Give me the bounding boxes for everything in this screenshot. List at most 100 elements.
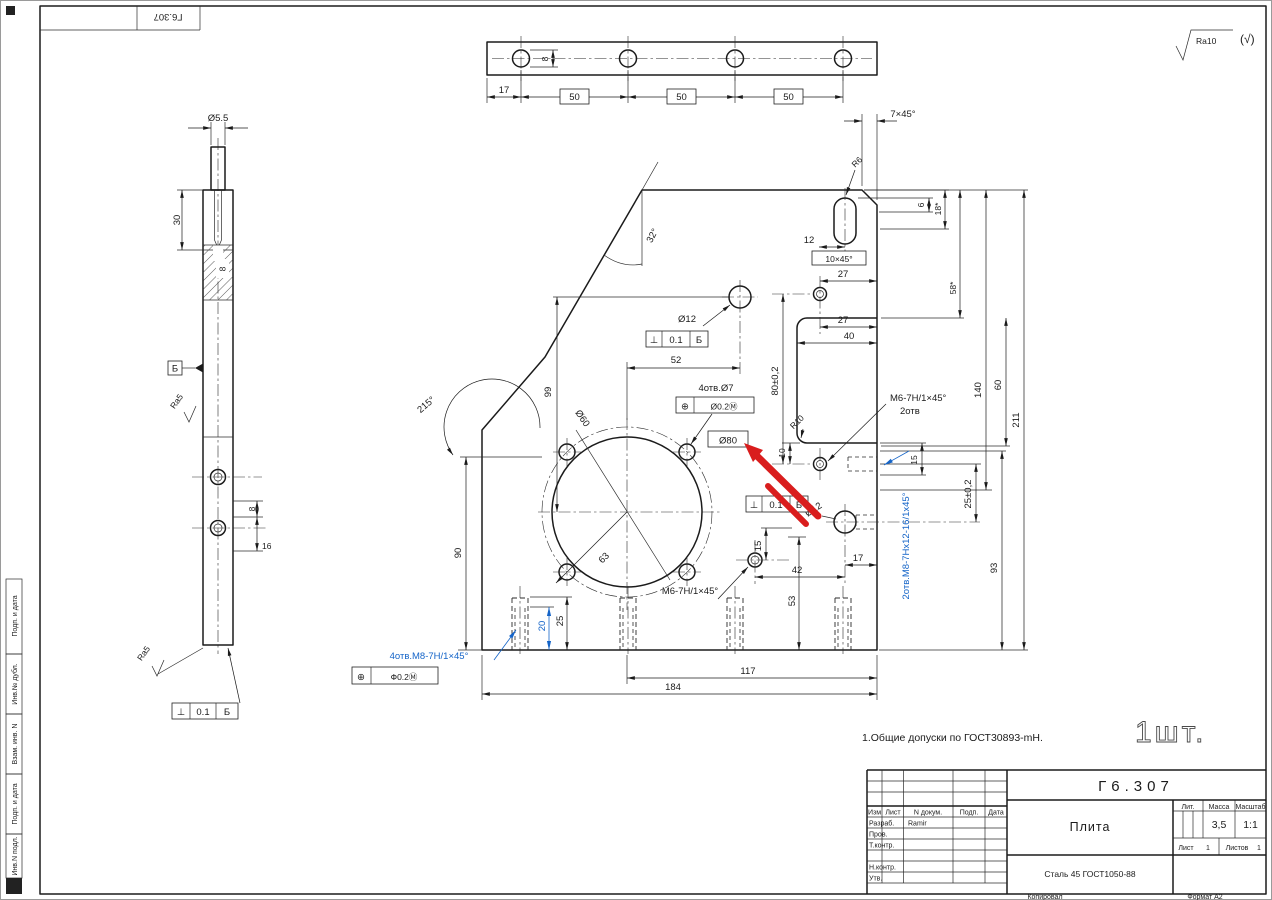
dim-42: 42	[792, 565, 803, 576]
position-value: Ø0.2Ⓜ	[711, 402, 738, 412]
title-block: Изм Лист N докум. Подп. Дата Разраб. Ram…	[866, 769, 1266, 900]
dim-tv-50b: 50	[676, 92, 687, 103]
position-symbol: ⊕	[357, 672, 365, 683]
frame-left-strip: Подп. и дата Инв.№ дубл. Взам. инв. N По…	[5, 578, 23, 894]
dim-60r: 60	[993, 380, 1004, 391]
dim-25t: 25±0,2	[963, 480, 974, 509]
fcf-datum: Б	[224, 707, 230, 718]
tb-row-prov: Пров.	[869, 832, 888, 839]
dim-140: 140	[973, 382, 984, 398]
tb-material: Сталь 45 ГОСТ1050-88	[1044, 869, 1135, 879]
ra10-label: Ra10	[1196, 36, 1217, 46]
tb-header-data: Дата	[988, 810, 1004, 817]
dim-117: 117	[740, 666, 755, 677]
bolt-holes	[553, 438, 701, 586]
fcf-symbol: ⊥	[750, 500, 758, 511]
tb-row-tkontr: Т.контр.	[869, 843, 894, 850]
tb-row-nkontr: Н.контр.	[869, 865, 896, 872]
dim-17: 17	[853, 553, 864, 564]
plate-outline	[481, 189, 878, 651]
tb-part-name: Плита	[1070, 820, 1111, 834]
dim-tv-8: 8	[540, 56, 550, 61]
label-m8-side-blue: 2отв.М8-7Нх12-16/1х45°	[901, 492, 912, 599]
strip-label-3: Взам. инв. N	[12, 724, 19, 765]
corner-stamp: Г6.307	[40, 6, 201, 31]
main-view: 32° 215° Ø12 ⊥ 0.1 Б 52 99 4отв.Ø7 ⊕ Ø0.…	[351, 109, 1028, 700]
tb-header-izm: Изм	[868, 810, 881, 817]
dim-ch7: 7×45°	[890, 109, 915, 120]
dim-20-blue: 20	[537, 621, 548, 632]
dim-sv-16: 16	[262, 541, 272, 551]
dim-12: 12	[804, 235, 815, 246]
fcf-datum: Б	[696, 335, 702, 346]
position-symbol: ⊕	[681, 402, 689, 413]
fcf-value: 0.1	[769, 500, 782, 511]
dim-99: 99	[543, 387, 554, 398]
fcf-d12-top: ⊥ 0.1 Б	[645, 330, 709, 348]
dim-52: 52	[671, 355, 682, 366]
label-d12-top: Ø12	[678, 314, 696, 325]
fcf-symbol: ⊥	[177, 707, 185, 718]
tb-scale-value: 1:1	[1243, 819, 1258, 831]
dim-d80-frame	[707, 430, 749, 448]
tb-sheet-label: Лист	[1178, 845, 1194, 852]
tb-format: Формат А2	[1187, 894, 1222, 900]
dim-ch10-frame	[811, 250, 867, 266]
dim-15-hole: 15	[753, 541, 764, 552]
corner-stamp-number: Г6.307	[154, 11, 183, 22]
tb-row-utv: Утв.	[869, 876, 882, 883]
fcf-position-blue: ⊕ Ф0.2Ⓜ	[351, 666, 439, 685]
top-view: 8 17 50 50 50	[486, 36, 878, 105]
tb-header-ndok: N докум.	[914, 810, 942, 817]
dim-sv-dia: Ø5.5	[208, 113, 229, 124]
frame-corner-mark	[6, 6, 15, 15]
dim-27a: 27	[838, 269, 849, 280]
tb-row-razrab: Разраб.	[869, 820, 894, 828]
ra-paren-label: (√)	[1240, 32, 1255, 46]
datum-flag: Б	[167, 360, 203, 376]
dim-184: 184	[665, 682, 681, 693]
side-tapped-holes	[847, 456, 877, 530]
label-m6-right-qty: 2отв	[900, 406, 920, 417]
dim-80t: 80±0,2	[770, 367, 781, 396]
notes: 1.Общие допуски по ГОСТ30893-mH. 1шт.	[862, 716, 1204, 750]
dim-18: 18*	[933, 202, 943, 215]
bottom-tapped-holes	[511, 586, 852, 654]
fcf-datum: Б	[796, 500, 802, 511]
position-value: Ф0.2Ⓜ	[391, 672, 418, 682]
dim-sv-8: 8	[247, 506, 257, 511]
dim-58: 58*	[948, 281, 958, 294]
dim-27b: 27	[838, 315, 849, 326]
dim-tv-50a: 50	[569, 92, 580, 103]
dim-ch10: 10×45°	[825, 254, 852, 264]
tb-razrab-name: Ramir	[908, 821, 927, 828]
dim-tv-17: 17	[499, 85, 510, 96]
fcf-side-view: ⊥ 0.1 Б	[171, 702, 239, 720]
tb-header-podp: Подп.	[960, 810, 979, 817]
tb-mass-value: 3,5	[1212, 819, 1227, 831]
tb-sheet-no: 1	[1206, 845, 1210, 852]
tb-sheets-no: 1	[1257, 845, 1261, 852]
tb-sheets-label: Листов	[1226, 845, 1249, 852]
label-m6-right: М6-7Н/1×45°	[890, 393, 947, 404]
dim-25: 25	[555, 616, 566, 627]
surface-finish-note: Ra10 (√)	[1175, 29, 1255, 61]
tb-mass-label: Масса	[1209, 804, 1230, 811]
tb-lit-label: Лит.	[1182, 804, 1195, 811]
general-tolerances-note: 1.Общие допуски по ГОСТ30893-mH.	[862, 732, 1043, 744]
dim-tv-50c: 50	[783, 92, 794, 103]
dim-40: 40	[844, 331, 855, 342]
tb-copied: Копировал	[1027, 894, 1062, 900]
dim-6: 6	[916, 202, 926, 207]
fcf-position-4holes: ⊕ Ø0.2Ⓜ	[675, 396, 755, 414]
datum-flag-letter: Б	[172, 364, 178, 375]
tb-doc-number: Г6.307	[1098, 778, 1174, 795]
red-arrow-annotation	[744, 443, 822, 527]
dim-sv-8h: 8	[218, 266, 228, 271]
dim-53: 53	[787, 596, 798, 607]
dim-d80: Ø80	[719, 436, 737, 447]
dim-15b: 15	[909, 455, 919, 465]
tb-header-list: Лист	[885, 810, 901, 817]
